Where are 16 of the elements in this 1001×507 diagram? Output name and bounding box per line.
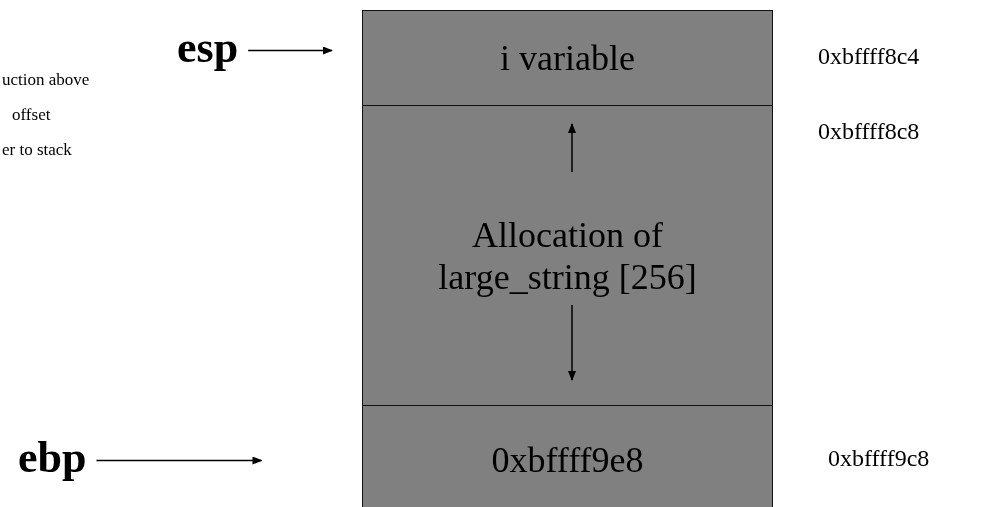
arrow bbox=[95, 456, 263, 465]
cell-text: i variable bbox=[500, 37, 635, 79]
cell-text: 0xbffff9e8 bbox=[491, 439, 644, 481]
stack-cell bbox=[362, 105, 773, 406]
note-text: er to stack bbox=[2, 140, 72, 160]
stack-cell bbox=[362, 10, 773, 106]
memory-address: 0xbffff8c8 bbox=[818, 118, 920, 145]
cell-text: Allocation of large_string [256] bbox=[437, 213, 698, 298]
stack-cell bbox=[362, 405, 773, 507]
note-text: uction above bbox=[2, 70, 90, 90]
memory-address: 0xbffff8c4 bbox=[818, 43, 920, 70]
register-name: ebp bbox=[18, 432, 87, 483]
register-name: esp bbox=[177, 22, 239, 73]
arrow bbox=[247, 46, 333, 55]
note-text: offset bbox=[12, 105, 51, 125]
memory-address: 0xbffff9c8 bbox=[828, 445, 930, 472]
